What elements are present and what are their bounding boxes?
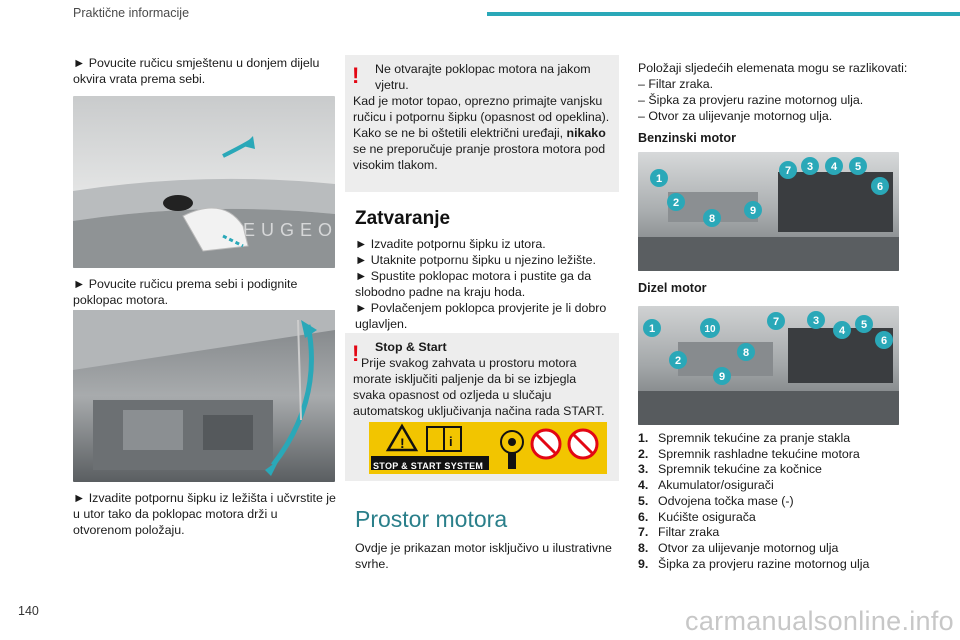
list-item: 6.Kućište osigurača	[638, 509, 756, 524]
warning-box-wind: ! Ne otvarajte poklopac motora na jakom …	[345, 55, 619, 192]
callout-badge: 9	[750, 205, 756, 217]
list-item: 2.Spremnik rashladne tekućine motora	[638, 446, 860, 461]
header-accent-bar	[487, 12, 960, 16]
list-item: 7.Filtar zraka	[638, 525, 720, 540]
closing-title: Zatvaranje	[355, 208, 451, 229]
petrol-callouts: 1 2 8 9 7 3 4 5 6	[650, 157, 889, 227]
list-item: 5.Odvojena točka mase (-)	[638, 493, 794, 508]
callout-badge: 2	[673, 197, 679, 209]
photo-petrol-engine: 1 2 8 9 7 3 4 5 6	[638, 152, 899, 271]
warning-line-hot: Kad je motor topao, oprezno primajte van…	[353, 94, 610, 124]
engine-section-text: Ovdje je prikazan motor isključivo u ilu…	[355, 541, 612, 571]
variant-item: – Šipka za provjeru razine motornog ulja…	[638, 93, 864, 107]
stopstart-sticker: ! i STOP & START SYSTEM	[369, 422, 607, 474]
petrol-engine-title: Benzinski motor	[638, 131, 736, 145]
list-item: 3.Spremnik tekućine za kočnice	[638, 462, 822, 477]
callout-badge: 4	[839, 325, 846, 337]
diesel-engine-title: Dizel motor	[638, 281, 707, 295]
stopstart-title: Stop & Start	[375, 340, 447, 354]
callout-badge: 3	[807, 161, 813, 173]
callout-badge: 6	[877, 181, 883, 193]
svg-text:EUGEO: EUGEO	[243, 220, 335, 240]
callout-badge: 2	[675, 355, 681, 367]
warning-exclamation-icon: !	[352, 63, 360, 88]
photo-bonnet-open	[73, 310, 335, 482]
page-header-title: Praktične informacije	[73, 6, 190, 20]
variant-item: – Otvor za ulijevanje motornog ulja.	[638, 109, 833, 123]
callout-badge: 8	[743, 347, 749, 359]
list-item: 4.Akumulator/osigurači	[638, 478, 774, 493]
callout-badge: 7	[785, 165, 791, 177]
callout-badge: 1	[656, 173, 662, 185]
list-item: 1.Spremnik tekućine za pranje stakla	[638, 431, 851, 445]
callout-badge: 7	[773, 316, 779, 328]
sticker-label: STOP & START SYSTEM	[373, 461, 484, 471]
engine-section-title: Prostor motora	[355, 506, 508, 532]
photo-diesel-engine: 1 10 2 8 9 7 3 4 5 6	[638, 306, 899, 425]
callout-badge: 4	[831, 161, 838, 173]
warning-exclamation-icon: !	[352, 341, 360, 366]
variant-item: – Filtar zraka.	[638, 77, 714, 91]
closing-step: ► Utaknite potpornu šipku u njezino leži…	[355, 253, 596, 267]
step-lift-bonnet: ► Povucite ručicu prema sebi i podignite…	[73, 277, 298, 307]
page-number: 140	[18, 604, 39, 618]
callout-badge: 6	[881, 335, 887, 347]
step-pull-handle: ► Povucite ručicu smještenu u donjem dij…	[73, 56, 320, 86]
photo-door-handle: EUGEO	[73, 96, 335, 268]
warning-line-pressure: Kako se ne bi oštetili električni uređaj…	[353, 126, 606, 172]
warning-line-wind: Ne otvarajte poklopac motora na jakom vj…	[375, 62, 591, 92]
closing-step: ► Povlačenjem poklopca provjerite je li …	[355, 301, 607, 331]
callout-badge: 10	[704, 324, 716, 335]
callout-badge: 5	[861, 319, 867, 331]
callout-badge: 9	[719, 371, 725, 383]
step-prop-rod: ► Izvadite potpornu šipku iz ležišta i u…	[73, 491, 336, 537]
stopstart-text: Prije svakog zahvata u prostoru motora m…	[353, 356, 605, 418]
svg-text:i: i	[449, 434, 453, 449]
variants-intro: Položaji sljedećih elemenata mogu se raz…	[638, 61, 908, 75]
callout-badge: 3	[813, 315, 819, 327]
diesel-callouts: 1 10 2 8 9 7 3 4 5 6	[643, 311, 893, 385]
list-item: 8.Otvor za ulijevanje motornog ulja	[638, 540, 839, 555]
components-list: 1.Spremnik tekućine za pranje stakla 2.S…	[638, 431, 908, 572]
watermark-text: carmanualsonline.info	[685, 606, 954, 636]
column-right: Položaji sljedećih elemenata mogu se raz…	[638, 60, 908, 146]
callout-badge: 8	[709, 213, 715, 225]
warning-box-stopstart: ! Stop & Start Prije svakog zahvata u pr…	[345, 333, 619, 481]
list-item: 9.Šipka za provjeru razine motornog ulja	[638, 556, 870, 571]
callout-badge: 5	[855, 161, 861, 173]
closing-step: ► Spustite poklopac motora i pustite ga …	[355, 269, 592, 299]
closing-steps: ► Izvadite potpornu šipku iz utora. ► Ut…	[355, 236, 617, 332]
warning-triangle-icon	[385, 423, 419, 452]
callout-badge: 1	[649, 323, 655, 335]
closing-step: ► Izvadite potpornu šipku iz utora.	[355, 237, 546, 251]
svg-text:!: !	[400, 435, 405, 451]
